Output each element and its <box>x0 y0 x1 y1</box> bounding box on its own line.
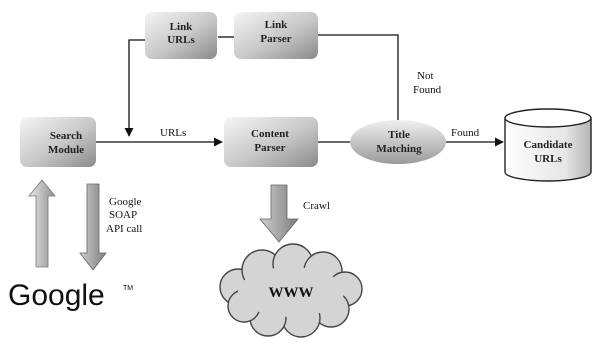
up-block-arrow <box>28 179 56 268</box>
content-parser-line2: Parser <box>254 142 285 154</box>
node-candidate-urls: Candidate URLs <box>504 108 592 182</box>
link-parser-line2: Parser <box>260 33 291 45</box>
search-module-line2: Module <box>48 144 84 156</box>
edge-label-not-found-line1: Not <box>417 70 434 82</box>
node-title-matching: Title Matching <box>350 120 446 164</box>
node-link-urls: Link URLs <box>145 12 217 59</box>
link-urls-line1: Link <box>170 21 194 33</box>
edge-label-not-found-line2: Found <box>413 84 442 96</box>
edge-link-urls-to-search <box>124 39 145 137</box>
link-parser-line1: Link <box>265 19 289 31</box>
edge-label-urls: URLs <box>160 127 186 139</box>
www-label: WWW <box>269 285 314 301</box>
google-logo-tm: TM <box>123 285 133 292</box>
edge-label-google-line3: API call <box>106 223 142 235</box>
search-module-line1: Search <box>50 130 82 142</box>
node-link-parser: Link Parser <box>234 12 318 59</box>
down-block-arrow <box>79 183 107 271</box>
title-matching-line2: Matching <box>376 143 422 155</box>
candidate-urls-line2: URLs <box>534 153 562 165</box>
crawl-block-arrow <box>259 184 299 243</box>
edge-label-google-line2: SOAP <box>109 209 137 221</box>
edge-title-to-link-parser <box>318 34 399 122</box>
google-logo: Google TM <box>8 279 133 312</box>
link-urls-line2: URLs <box>167 34 195 46</box>
node-search-module: Search Module <box>20 117 96 167</box>
content-parser-line1: Content <box>251 128 289 140</box>
candidate-urls-line1: Candidate <box>524 139 573 151</box>
title-matching-line1: Title <box>388 129 410 141</box>
edge-label-crawl: Crawl <box>303 200 330 212</box>
node-content-parser: Content Parser <box>224 117 318 167</box>
google-logo-text: Google <box>8 279 105 312</box>
www-cloud: WWW <box>219 243 363 338</box>
edge-label-found: Found <box>451 127 480 139</box>
edge-label-google-line1: Google <box>109 196 142 208</box>
